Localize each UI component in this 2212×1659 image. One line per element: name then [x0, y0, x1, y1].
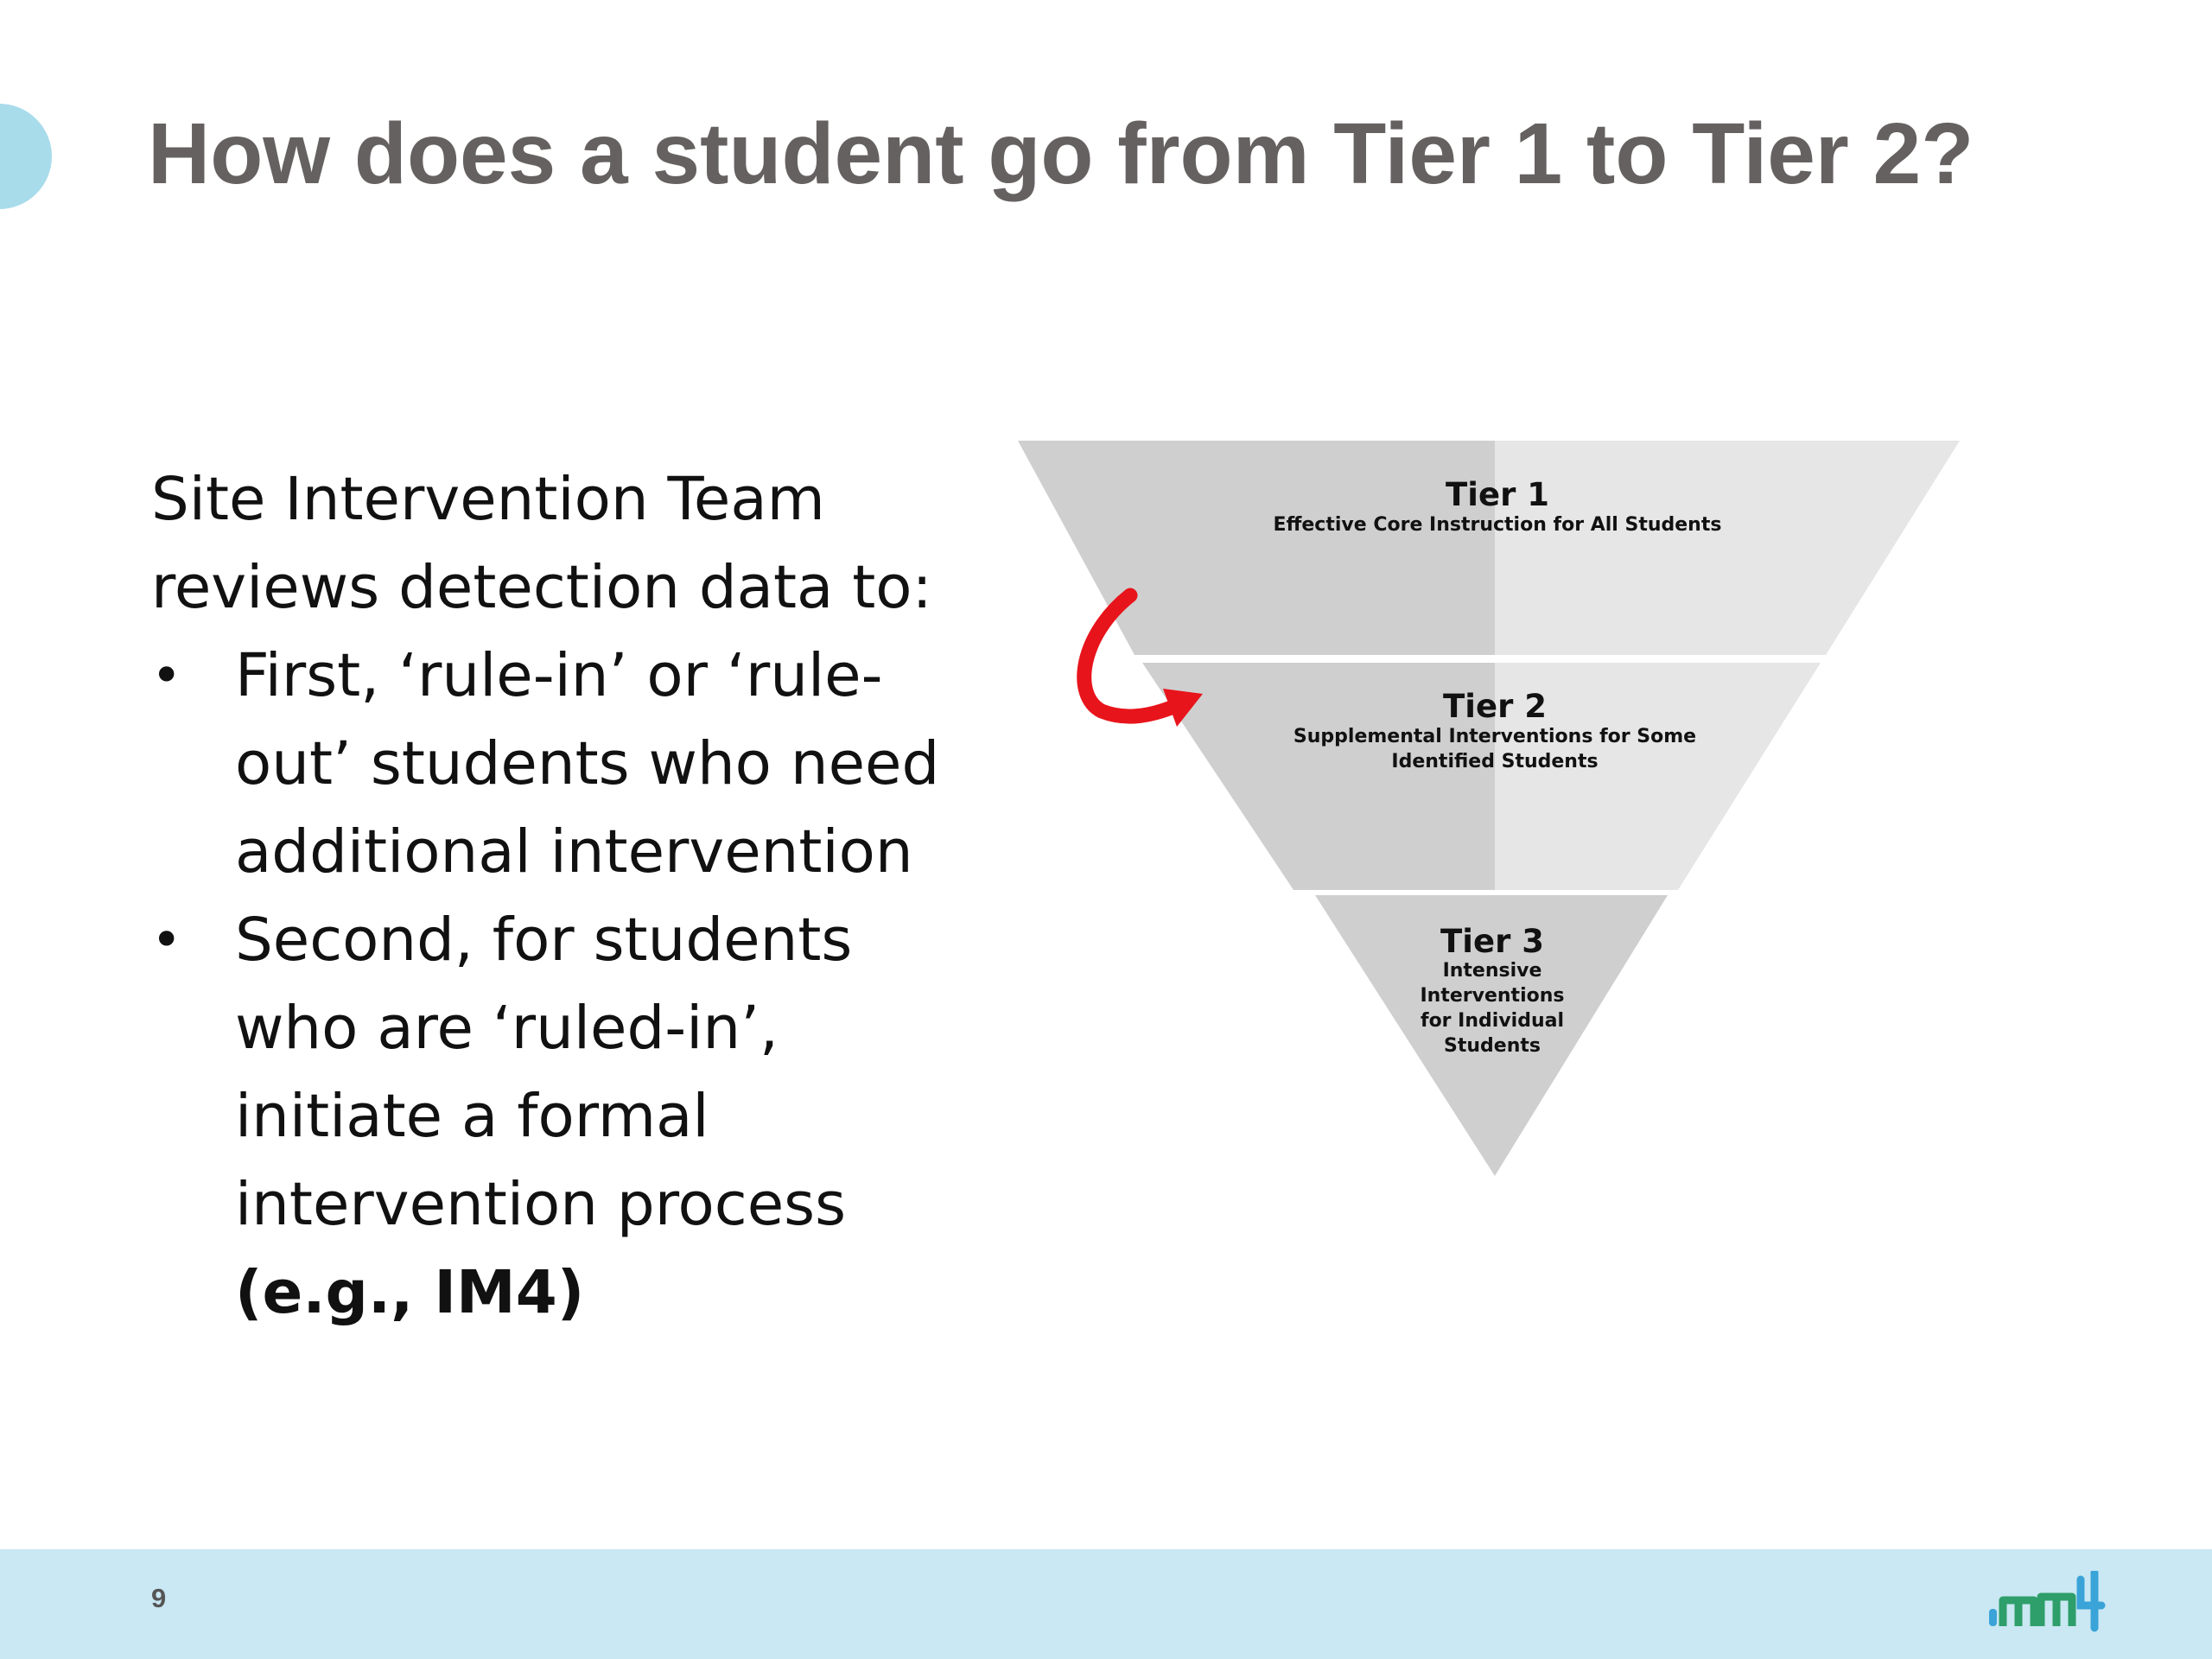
bullet-2-line-4: intervention process — [235, 1170, 847, 1239]
tier-1-heading: Tier 1 — [1446, 476, 1549, 513]
bullet-2-line-3: initiate a formal — [235, 1082, 709, 1151]
tier-3-subtitle-line-2: Interventions — [1420, 985, 1565, 1007]
bullet-marker: • — [151, 910, 182, 970]
bullet-list: • First, ‘rule-in’ or ‘rule- out’ studen… — [151, 632, 981, 1337]
bullet-marker: • — [151, 645, 182, 706]
tier-1-band-right — [1495, 441, 1960, 655]
tier-1-band-left — [1018, 441, 1495, 655]
bullet-2-line-2: who are ‘ruled-in’, — [235, 994, 779, 1063]
tier-2-subtitle-line-1: Supplemental Interventions for Some — [1293, 726, 1697, 747]
bullet-1-line-2: out’ students who need — [235, 729, 940, 798]
tier-2-band-right — [1495, 663, 1821, 890]
tier-3-subtitle-line-4: Students — [1444, 1035, 1541, 1057]
intro-line-2: reviews detection data to: — [151, 553, 932, 622]
tier-2-heading: Tier 2 — [1443, 688, 1547, 725]
slide-title: How does a student go from Tier 1 to Tie… — [148, 105, 1974, 202]
tier-2-subtitle-line-2: Identified Students — [1391, 751, 1599, 772]
footer-bar — [0, 1549, 2212, 1659]
bullet-2-line-1: Second, for students — [235, 906, 853, 975]
bullet-item-1: • First, ‘rule-in’ or ‘rule- out’ studen… — [151, 632, 981, 896]
tier-3-heading: Tier 3 — [1440, 923, 1544, 960]
im4-logo-icon — [1987, 1568, 2108, 1637]
accent-circle — [0, 104, 52, 209]
tier-3-subtitle-line-1: Intensive — [1442, 960, 1542, 982]
curved-arrow-icon — [1077, 588, 1203, 727]
tier-2-band-left — [1142, 663, 1495, 890]
tier-pyramid-diagram: Tier 1 Effective Core Instruction for Al… — [1011, 436, 1970, 1197]
intro-line-1: Site Intervention Team — [151, 465, 825, 534]
tier-3-subtitle-line-3: for Individual — [1420, 1010, 1565, 1032]
pyramid-graphic — [1018, 441, 1960, 1176]
page-number: 9 — [151, 1583, 167, 1613]
tier-1-subtitle: Effective Core Instruction for All Stude… — [1273, 514, 1722, 536]
bullet-item-2: • Second, for students who are ‘ruled-in… — [151, 896, 981, 1337]
body-text: Site Intervention Team reviews detection… — [151, 455, 981, 1337]
bullet-1-line-3: additional intervention — [235, 817, 913, 887]
bullet-1-line-1: First, ‘rule-in’ or ‘rule- — [235, 641, 883, 710]
bullet-2-bold-note: (e.g., IM4) — [235, 1258, 585, 1327]
tier-3-band — [1315, 895, 1668, 1176]
